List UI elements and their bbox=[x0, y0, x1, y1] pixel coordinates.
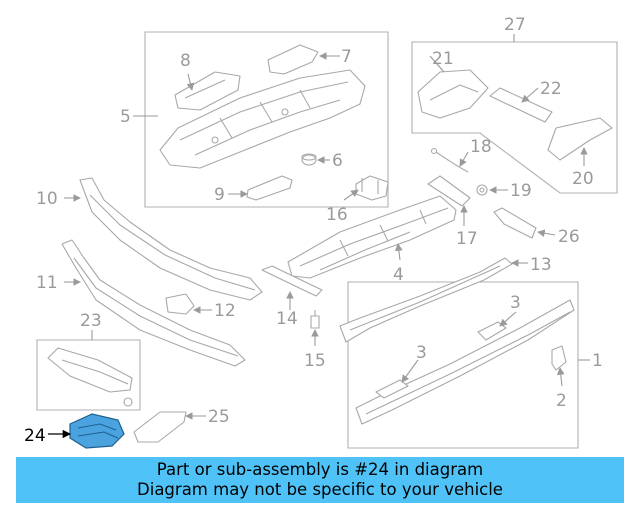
part-20-bracket bbox=[547, 117, 613, 161]
label-22: 22 bbox=[540, 79, 562, 99]
part-19-nut bbox=[476, 184, 488, 196]
info-banner: Part or sub-assembly is #24 in diagram D… bbox=[16, 457, 624, 503]
group-box-23 bbox=[36, 339, 141, 411]
part-6-plug bbox=[301, 153, 317, 166]
part-4-floor-pan bbox=[287, 195, 457, 279]
group-box-5 bbox=[144, 31, 389, 208]
part-23-panel bbox=[47, 347, 133, 407]
label-2: 2 bbox=[556, 391, 567, 411]
label-15: 15 bbox=[304, 351, 326, 371]
label-1: 1 bbox=[592, 351, 603, 371]
part-18-cable bbox=[430, 147, 469, 173]
label-14: 14 bbox=[276, 309, 298, 329]
label-16: 16 bbox=[326, 205, 348, 225]
label-27: 27 bbox=[504, 15, 526, 35]
part-10-side-member bbox=[79, 177, 263, 301]
label-13: 13 bbox=[530, 255, 552, 275]
label-12: 12 bbox=[214, 301, 236, 321]
label-24: 24 bbox=[24, 426, 46, 446]
part-3a-bracket bbox=[477, 321, 507, 341]
part-25-bracket bbox=[133, 411, 187, 443]
banner-line-2: Diagram may not be specific to your vehi… bbox=[137, 480, 503, 499]
part-1-rocker-panel bbox=[355, 299, 575, 425]
part-8-bracket bbox=[174, 71, 241, 111]
banner-line-1: Part or sub-assembly is #24 in diagram bbox=[156, 460, 484, 479]
label-4: 4 bbox=[393, 265, 404, 285]
part-15-bolt bbox=[310, 310, 320, 329]
label-20: 20 bbox=[572, 169, 594, 189]
label-23: 23 bbox=[80, 311, 102, 331]
label-17: 17 bbox=[456, 229, 478, 249]
label-18: 18 bbox=[470, 137, 492, 157]
label-10: 10 bbox=[36, 189, 58, 209]
label-5: 5 bbox=[120, 107, 131, 127]
part-26-bracket bbox=[493, 207, 537, 239]
part-11-side-member bbox=[61, 239, 246, 367]
part-7-bracket bbox=[267, 44, 319, 75]
label-11: 11 bbox=[36, 273, 58, 293]
group-box-27 bbox=[411, 41, 618, 194]
part-21-bracket bbox=[417, 69, 489, 119]
group-box-1 bbox=[347, 281, 579, 449]
part-17-bracket bbox=[427, 175, 471, 207]
part-2-bracket bbox=[551, 345, 567, 371]
label-6: 6 bbox=[332, 151, 343, 171]
leader-lines bbox=[48, 34, 590, 439]
label-3b: 3 bbox=[416, 343, 427, 363]
part-12-bracket bbox=[165, 293, 195, 315]
part-5-front-floor bbox=[159, 69, 366, 169]
label-7: 7 bbox=[341, 47, 352, 67]
label-9: 9 bbox=[214, 185, 225, 205]
part-14-bracket bbox=[261, 265, 323, 297]
part-16-bracket bbox=[355, 175, 389, 201]
label-8: 8 bbox=[180, 51, 191, 71]
label-3a: 3 bbox=[510, 293, 521, 313]
part-22-rail bbox=[489, 87, 553, 123]
part-9-bracket bbox=[246, 175, 293, 201]
label-25: 25 bbox=[208, 407, 230, 427]
label-26: 26 bbox=[558, 227, 580, 247]
part-3b-bracket bbox=[375, 379, 409, 399]
label-21: 21 bbox=[432, 49, 454, 69]
label-19: 19 bbox=[510, 181, 532, 201]
part-24-highlighted[interactable] bbox=[69, 413, 125, 449]
